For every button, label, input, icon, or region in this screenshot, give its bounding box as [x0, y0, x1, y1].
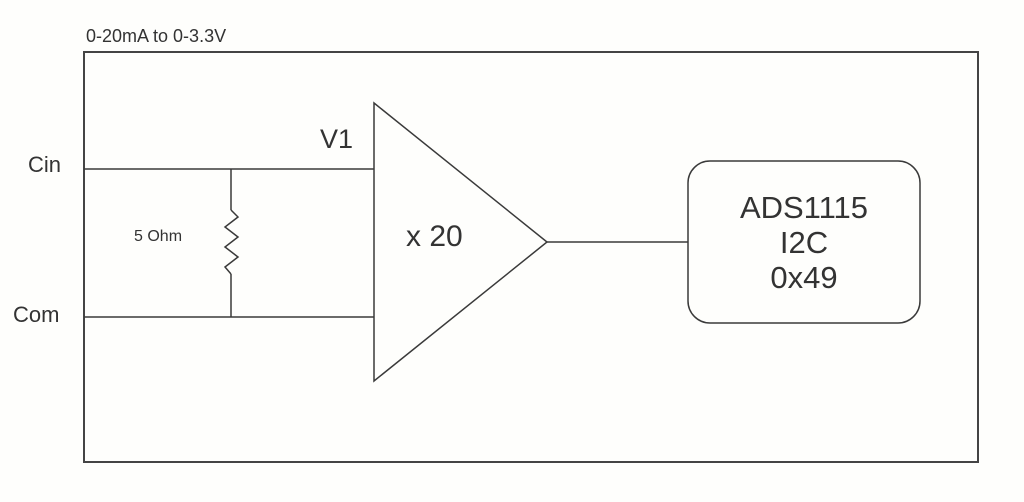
adc-label-group: ADS1115 I2C 0x49 [688, 161, 920, 323]
amplifier-gain-label: x 20 [406, 220, 463, 253]
adc-address: 0x49 [770, 259, 838, 295]
cin-label: Cin [28, 152, 62, 177]
v1-node-label: V1 [320, 124, 354, 154]
adc-chip-name: ADS1115 [739, 189, 869, 225]
module-title: 0-20mA to 0-3.3V [86, 26, 227, 46]
resistor-label: 5 Ohm [134, 228, 183, 245]
adc-bus: I2C [779, 224, 829, 260]
outer-module-box [83, 51, 979, 463]
amplifier-triangle-icon [373, 101, 549, 383]
com-label: Com [13, 302, 60, 327]
resistor-icon [223, 209, 240, 275]
adc-block [687, 160, 921, 324]
